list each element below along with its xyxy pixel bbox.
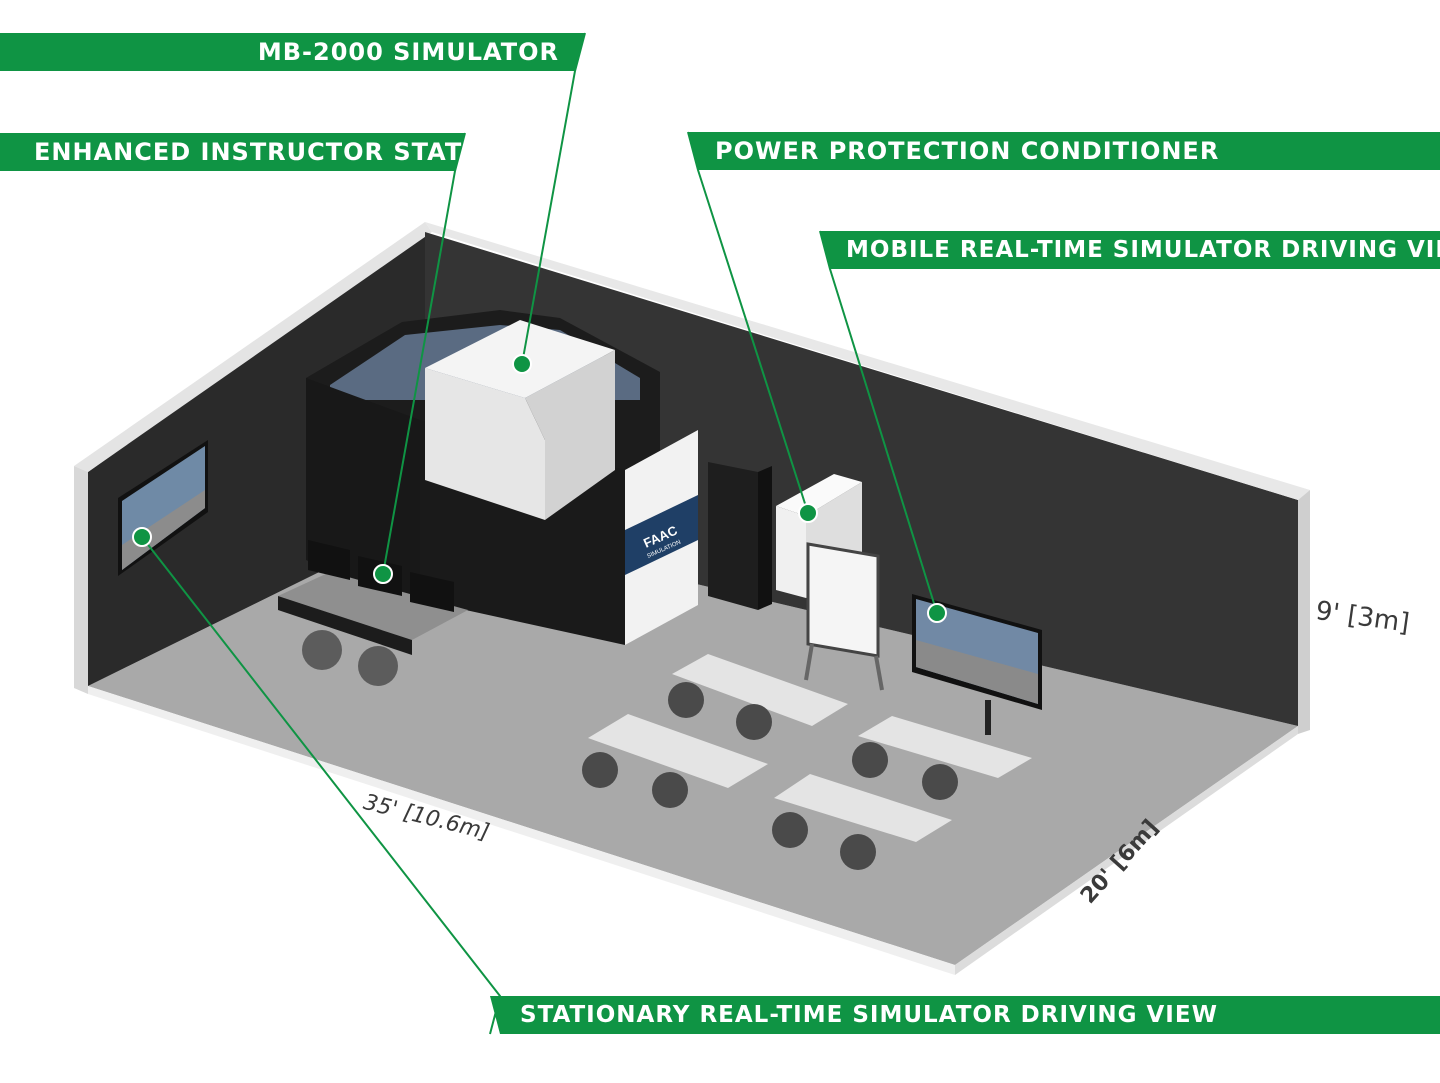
dot-mobile: [927, 603, 947, 623]
callout-label: STATIONARY REAL-TIME SIMULATOR DRIVING V…: [520, 1002, 1218, 1028]
power-conditioner-front: [776, 506, 806, 598]
whiteboard: [806, 542, 880, 658]
stationary-screen-road: [122, 490, 205, 570]
instructor-desk-front: [278, 596, 412, 655]
floor-edge-left: [88, 686, 955, 975]
mobile-screen-road: [916, 640, 1038, 704]
whiteboard-leg-right: [874, 655, 884, 691]
class-chair: [922, 764, 958, 800]
callout-label: ENHANCED INSTRUCTOR STATION: [34, 138, 515, 166]
callout-label: MB-2000 SIMULATOR: [257, 38, 559, 66]
callout-dots: [132, 354, 947, 623]
dot-power: [798, 503, 818, 523]
class-chair: [582, 752, 618, 788]
class-chair: [840, 834, 876, 870]
simulator-logo-stripe: [625, 495, 698, 575]
leader-mb2000: [521, 32, 586, 365]
dot-mb2000: [512, 354, 532, 374]
instructor-chair-2: [358, 646, 398, 686]
dot-instructor: [373, 564, 393, 584]
instructor-chair-1: [302, 630, 342, 670]
class-chair: [852, 742, 888, 778]
server-rack-side: [758, 466, 772, 610]
floor-edge-right: [955, 726, 1298, 975]
whiteboard-leg-left: [804, 643, 814, 681]
leader-mobile: [819, 230, 938, 614]
left-wall: [88, 232, 425, 686]
back-wall-side-edge: [1298, 490, 1310, 734]
class-chair: [652, 772, 688, 808]
back-wall: [425, 232, 1298, 726]
class-chair: [772, 812, 808, 848]
instructor-monitor-1: [308, 540, 350, 580]
server-rack-front: [708, 462, 758, 610]
callout-enhanced-instructor-station: ENHANCED INSTRUCTOR STATION: [0, 133, 465, 171]
class-chair: [736, 704, 772, 740]
callout-label: POWER PROTECTION CONDITIONER: [715, 137, 1220, 165]
left-wall-side-edge: [74, 466, 88, 694]
left-wall-top-edge: [74, 222, 432, 472]
simulator-cab-side: [525, 350, 615, 520]
back-wall-top-edge: [425, 222, 1310, 500]
class-table-4: [774, 774, 952, 842]
class-table-1: [672, 654, 848, 726]
callout-mb2000-simulator: MB-2000 SIMULATOR: [0, 33, 585, 71]
simulator-cab-front: [425, 368, 545, 520]
instructor-monitor-3: [410, 572, 454, 612]
callout-stationary-driving-view: STATIONARY REAL-TIME SIMULATOR DRIVING V…: [490, 996, 1440, 1034]
callout-power-protection-conditioner: POWER PROTECTION CONDITIONER: [688, 132, 1440, 170]
dot-stationary: [132, 527, 152, 547]
class-chair: [668, 682, 704, 718]
instructor-desk-top: [278, 572, 468, 640]
class-table-2: [588, 714, 768, 788]
class-table-3: [858, 716, 1032, 778]
callout-mobile-driving-view: MOBILE REAL-TIME SIMULATOR DRIVING VIEW: [820, 231, 1440, 269]
callout-label: MOBILE REAL-TIME SIMULATOR DRIVING VIEW: [846, 237, 1440, 263]
power-conditioner-top: [776, 474, 862, 516]
leader-power: [687, 131, 809, 514]
